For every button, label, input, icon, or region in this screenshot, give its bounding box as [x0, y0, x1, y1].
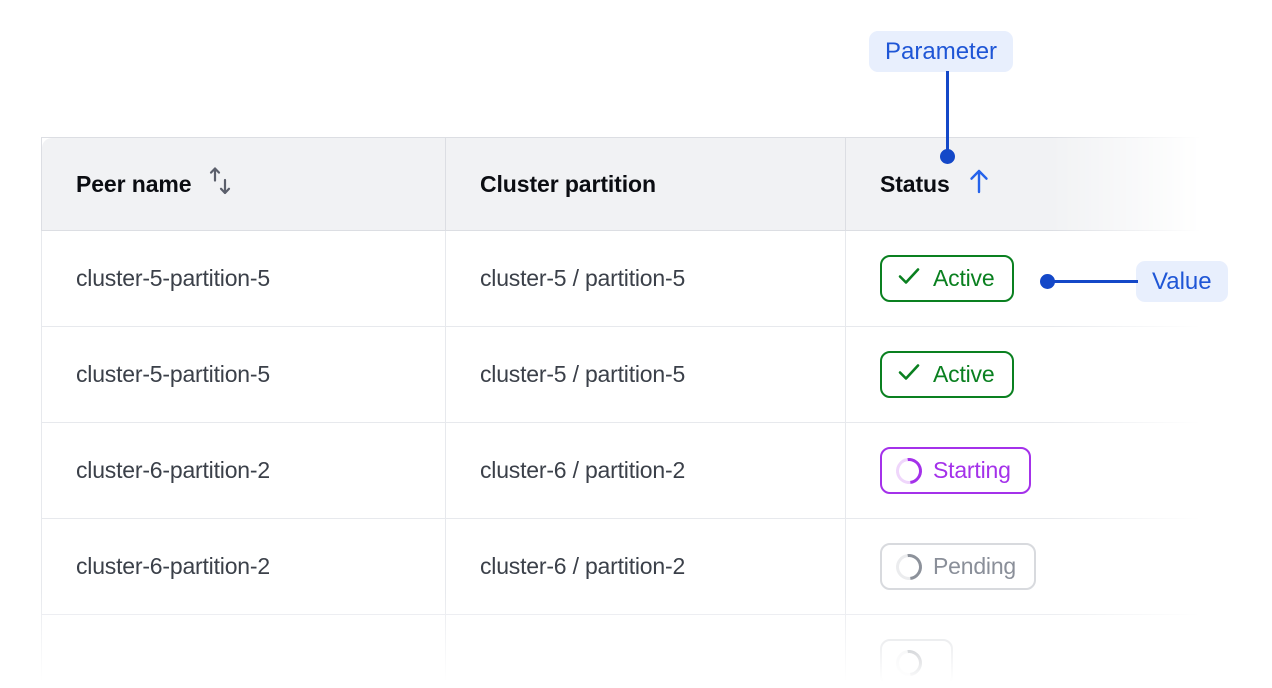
spinner-icon: [890, 548, 928, 585]
column-header-cluster-partition-label: Cluster partition: [480, 170, 656, 197]
cell-status: Active: [845, 326, 1236, 423]
table-row[interactable]: cluster-6-partition-2 cluster-6 / partit…: [41, 422, 1236, 519]
status-badge: Starting: [880, 447, 1031, 494]
spinner-icon: [890, 452, 928, 489]
status-badge: [880, 639, 953, 686]
status-badge-label: Active: [933, 265, 995, 291]
table-row[interactable]: cluster-5-partition-5 cluster-5 / partit…: [41, 326, 1236, 423]
peers-table-container: Peer name Cluster partition: [41, 137, 1236, 688]
cell-peer-name: [41, 614, 446, 688]
annotation-value-dot: [1040, 274, 1055, 289]
arrow-up-icon[interactable]: [966, 167, 992, 201]
cell-cluster-partition: [445, 614, 846, 688]
table-row[interactable]: [41, 614, 1236, 688]
annotation-value-connector: [1046, 280, 1138, 283]
sort-both-icon[interactable]: [207, 166, 235, 202]
table-row[interactable]: cluster-5-partition-5 cluster-5 / partit…: [41, 230, 1236, 327]
table-row[interactable]: cluster-6-partition-2 cluster-6 / partit…: [41, 518, 1236, 615]
status-badge-label: Starting: [933, 457, 1011, 483]
cell-status: Starting: [845, 422, 1236, 519]
cell-cluster-partition: cluster-6 / partition-2: [445, 422, 846, 519]
annotation-parameter-dot: [940, 149, 955, 164]
check-icon: [896, 359, 922, 391]
status-badge: Active: [880, 255, 1015, 302]
peers-table: Peer name Cluster partition: [41, 137, 1236, 688]
table-body: cluster-5-partition-5 cluster-5 / partit…: [41, 230, 1236, 688]
cell-cluster-partition: cluster-5 / partition-5: [445, 326, 846, 423]
cell-peer-name: cluster-5-partition-5: [41, 326, 446, 423]
status-badge: Active: [880, 351, 1015, 398]
cell-peer-name: cluster-6-partition-2: [41, 518, 446, 615]
cell-status: [845, 614, 1236, 688]
check-icon: [896, 263, 922, 295]
column-header-status-label: Status: [880, 170, 950, 197]
annotation-parameter-connector: [946, 71, 949, 157]
status-badge-label: Active: [933, 361, 995, 387]
column-header-cluster-partition[interactable]: Cluster partition: [445, 137, 846, 231]
annotation-value-label: Value: [1136, 261, 1228, 302]
cell-cluster-partition: cluster-5 / partition-5: [445, 230, 846, 327]
status-badge: Pending: [880, 543, 1037, 590]
annotation-parameter-label: Parameter: [869, 31, 1014, 72]
cell-status: Pending: [845, 518, 1236, 615]
column-header-status[interactable]: Status: [845, 137, 1236, 231]
column-header-peer-name-label: Peer name: [76, 170, 192, 197]
status-badge-label: Pending: [933, 553, 1017, 579]
table-header: Peer name Cluster partition: [41, 137, 1236, 231]
table-header-row: Peer name Cluster partition: [41, 137, 1236, 231]
column-header-peer-name[interactable]: Peer name: [41, 137, 446, 231]
cell-peer-name: cluster-5-partition-5: [41, 230, 446, 327]
cell-peer-name: cluster-6-partition-2: [41, 422, 446, 519]
cell-cluster-partition: cluster-6 / partition-2: [445, 518, 846, 615]
spinner-icon: [890, 644, 928, 681]
